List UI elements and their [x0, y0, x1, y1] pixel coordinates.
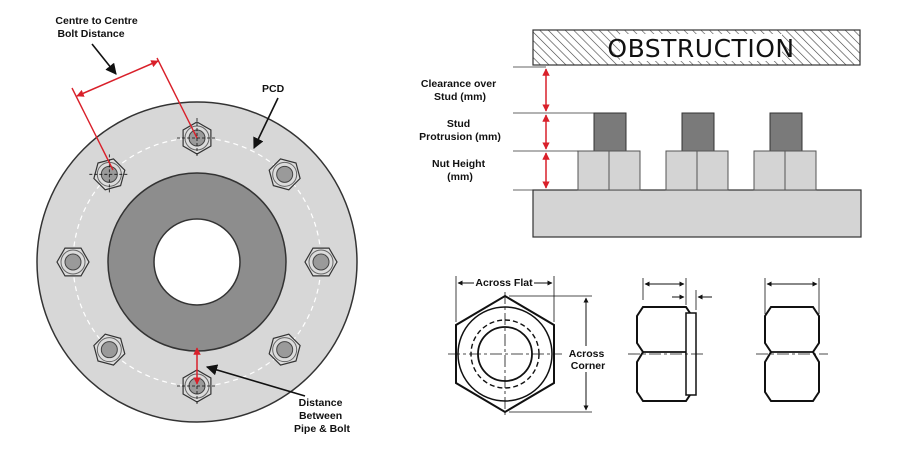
- centre-extension-left: [71, 87, 114, 171]
- centre-leader: [91, 43, 117, 75]
- obstruction-title-box: [620, 34, 782, 61]
- bolt-2: [268, 158, 301, 191]
- across-flat-label: Across Flat: [475, 277, 533, 289]
- nut-height-label: Nut Height (mm): [432, 158, 488, 183]
- stud-nut-3: [753, 112, 817, 191]
- pipe-bore: [153, 218, 241, 306]
- nut-side-view-plain: [756, 278, 828, 402]
- centre-extension-right: [156, 57, 198, 139]
- centre-dimension-line: [76, 60, 159, 97]
- obstruction-diagram: OBSTRUCTION Clearance over Stud (mm: [419, 29, 862, 238]
- bolt-8: [89, 154, 130, 195]
- bolt-5: [177, 366, 217, 406]
- bolt-group: [56, 118, 338, 406]
- pcd-leader: [253, 97, 279, 150]
- bolt-6: [93, 333, 126, 366]
- pipe-bolt-label: Distance Between Pipe & Bolt: [294, 397, 351, 435]
- bolt-7: [56, 247, 90, 277]
- flange-diagram: Centre to Centre Bolt Distance PCD Dista…: [36, 15, 358, 435]
- pipe-bolt-leader: [205, 364, 306, 397]
- across-corner-label: Across Corner: [569, 348, 608, 372]
- stud-nut-1: [577, 112, 641, 191]
- stud-nut-2: [665, 112, 729, 191]
- clearance-label: Clearance over Stud (mm): [421, 78, 499, 103]
- obstruction-title: OBSTRUCTION: [607, 34, 794, 63]
- nut-side-view-washer: [628, 278, 712, 402]
- bolt-4: [268, 333, 301, 366]
- pcd-label: PCD: [262, 83, 285, 95]
- base-plate: [532, 189, 862, 238]
- protrusion-label: Stud Protrusion (mm): [419, 118, 501, 143]
- bolt-3: [304, 247, 338, 277]
- centre-label: Centre to Centre Bolt Distance: [55, 15, 140, 40]
- nut-front-view: Across Flat Across Corner: [448, 276, 608, 416]
